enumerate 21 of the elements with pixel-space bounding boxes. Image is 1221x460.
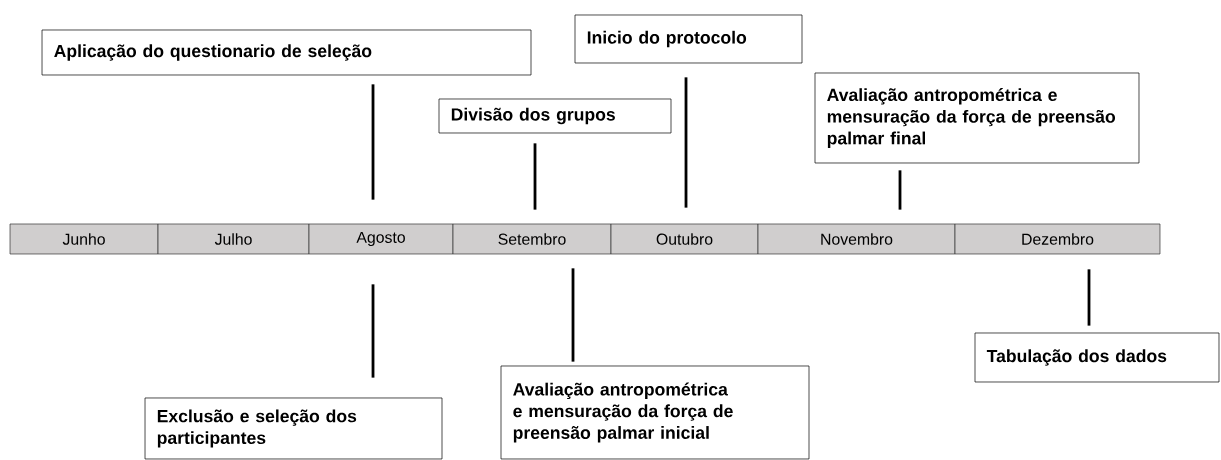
event-box: Exclusão e seleção dos participantes	[144, 397, 443, 460]
month-cell: Setembro	[452, 223, 612, 255]
month-cell: Outubro	[610, 223, 759, 255]
event-box: Inicio do protocolo	[574, 14, 803, 64]
event-box: Tabulação dos dados	[974, 332, 1220, 383]
month-cell: Agosto	[308, 223, 454, 255]
connector-line	[1087, 269, 1091, 326]
month-cell: Dezembro	[954, 223, 1161, 255]
month-cell: Julho	[157, 223, 310, 255]
event-box: Aplicação do questionario de seleção	[41, 29, 532, 76]
event-box: Divisão dos grupos	[438, 98, 672, 134]
month-cell: Novembro	[757, 223, 956, 255]
connector-line	[371, 84, 375, 200]
connector-line	[684, 77, 688, 208]
month-cell: Junho	[9, 223, 159, 255]
connector-line	[571, 268, 575, 362]
event-box: Avaliação antropométrica e mensuração da força de preensão palmar final	[814, 72, 1140, 164]
connector-line	[898, 170, 902, 210]
connector-line	[533, 143, 537, 210]
connector-line	[371, 284, 375, 378]
event-box: Avaliação antropométrica e mensuração da força de preensão palmar inicial	[500, 365, 810, 460]
